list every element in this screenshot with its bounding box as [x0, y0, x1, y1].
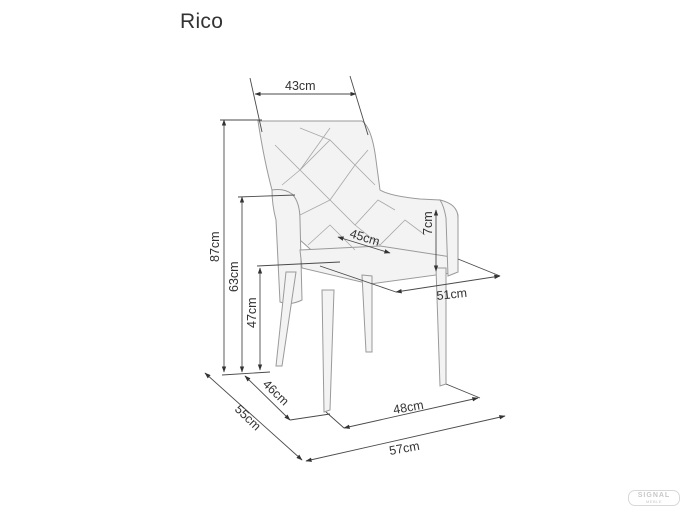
label-seat-width: 51cm — [436, 286, 468, 303]
label-seat-height: 47cm — [245, 297, 259, 328]
brand-logo-text: SIGNAL — [637, 492, 671, 499]
chair-right-armrest — [438, 199, 459, 277]
brand-logo: SIGNAL MEBLE — [628, 490, 680, 506]
product-title: Rico — [180, 10, 224, 33]
chair-leg-front-left — [321, 289, 335, 413]
chair-illustration — [257, 120, 459, 413]
label-total-height: 87cm — [208, 231, 222, 262]
label-total-width: 57cm — [388, 439, 421, 458]
label-leg-depth: 46cm — [260, 377, 292, 408]
label-leg-width: 48cm — [392, 398, 425, 417]
brand-logo-subtext: MEBLE — [645, 499, 663, 504]
label-armrest-height: 63cm — [227, 261, 241, 292]
chair-leg-back-left — [275, 271, 297, 367]
backrest-quilting — [274, 127, 426, 251]
label-backrest-width: 43cm — [285, 79, 316, 93]
chair-leg-back-right — [361, 274, 373, 353]
label-total-depth: 55cm — [232, 402, 264, 433]
label-armrest-above-seat: 7cm — [421, 211, 435, 235]
